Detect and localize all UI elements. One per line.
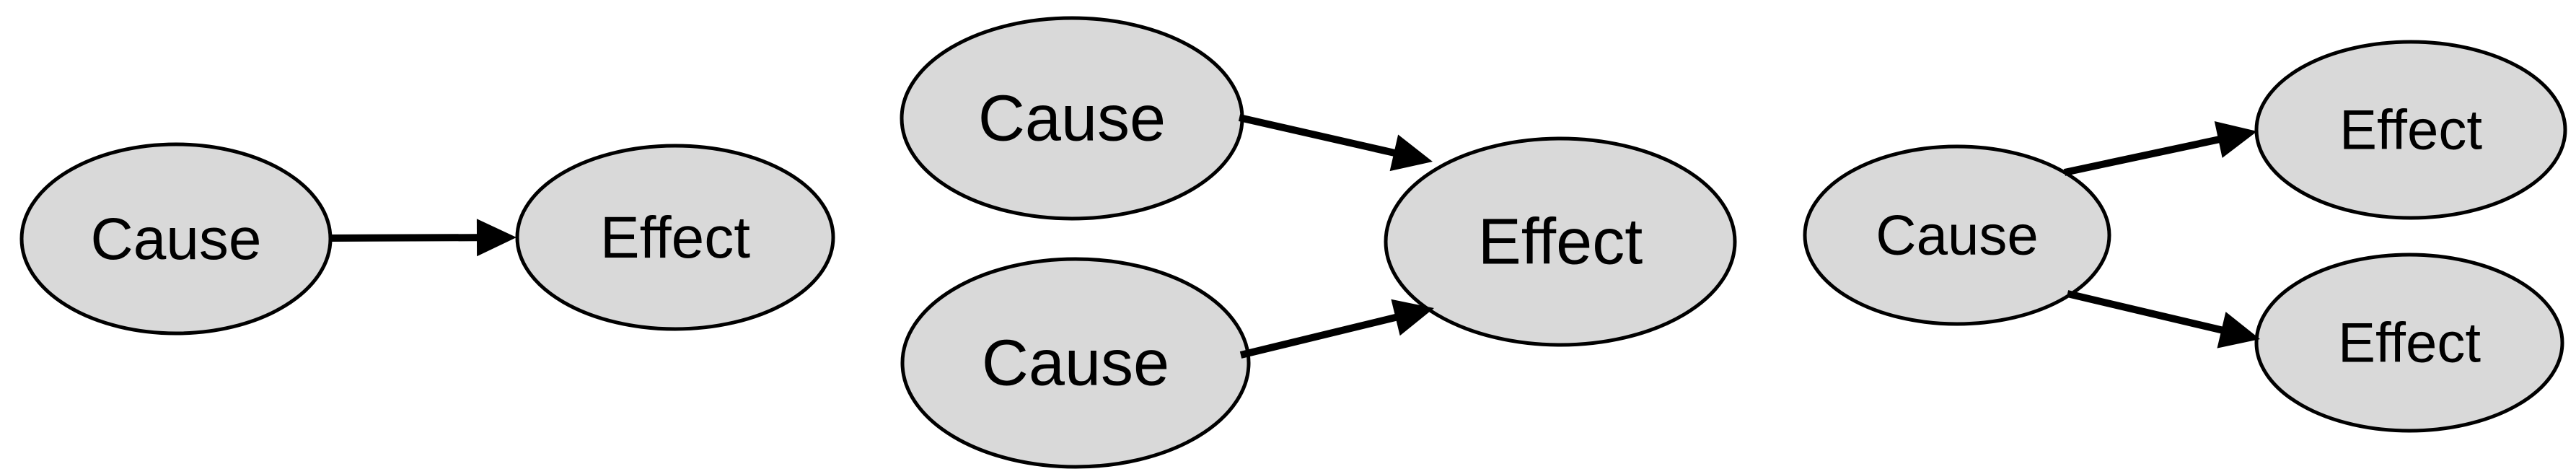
- node-label: Effect: [600, 205, 750, 271]
- node-label: Effect: [2338, 311, 2481, 374]
- effect-node-ellipse: [2254, 253, 2564, 433]
- diagram-one-to-one: Cause Effect: [19, 142, 835, 336]
- node-label: Cause: [982, 328, 1169, 400]
- cause-node-ellipse: [900, 257, 1251, 469]
- cause-node-ellipse: [1803, 144, 2111, 326]
- cause-node-ellipse: [19, 142, 333, 336]
- arrow-shaft: [1238, 114, 1410, 160]
- node-label: Cause: [90, 206, 261, 272]
- arrow-shaft: [2066, 290, 2238, 338]
- node-label: Effect: [1478, 206, 1643, 279]
- arrow-head: [476, 219, 516, 257]
- node-label: Cause: [1876, 203, 2038, 267]
- arrow-shaft: [330, 234, 493, 242]
- effect-node-ellipse: [1384, 136, 1737, 347]
- effect-node-ellipse: [515, 144, 835, 331]
- node-label: Cause: [978, 83, 1166, 155]
- arrow-head: [2217, 312, 2260, 349]
- arrow-head: [1389, 134, 1433, 172]
- node-label: Effect: [2339, 98, 2482, 162]
- arrow-shaft: [2063, 132, 2235, 176]
- arrow-head: [1391, 299, 1434, 336]
- effect-node-ellipse: [2254, 40, 2567, 220]
- arrow-head: [2214, 121, 2257, 158]
- arrow-shaft: [1239, 310, 1412, 359]
